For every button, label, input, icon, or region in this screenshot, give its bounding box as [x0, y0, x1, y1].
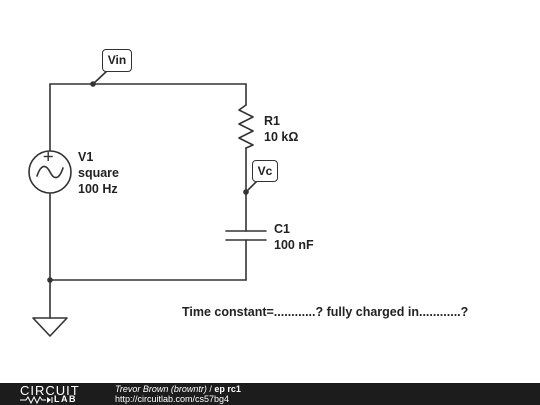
probe-vin-label: Vin: [102, 49, 132, 72]
question-text: Time constant=............? fully charge…: [182, 305, 469, 319]
probe-vc-label: Vc: [252, 160, 278, 182]
logo-text-circuit: CIRCUIT: [20, 383, 80, 398]
sine-wave-icon: [36, 165, 64, 179]
plus-sign-horizontal: [43, 155, 53, 158]
resistor-logo-icon: [20, 395, 53, 405]
author-link[interactable]: Trevor Brown (browntr): [115, 384, 207, 394]
r1-name: R1: [264, 114, 280, 128]
junction-dot-vc: [243, 189, 249, 195]
circuitlab-logo[interactable]: CIRCUIT LAB: [20, 383, 94, 405]
v1-type: square: [78, 166, 119, 180]
junction-dot-ground: [47, 277, 53, 283]
footer-separator: /: [206, 384, 215, 394]
footer-url[interactable]: http://circuitlab.com/cs57bg4: [115, 394, 230, 404]
c1-name: C1: [274, 222, 290, 236]
r1-value: 10 kΩ: [264, 130, 299, 144]
v1-name: V1: [78, 150, 94, 164]
project-name[interactable]: ep rc1: [214, 384, 241, 394]
probe-vin-leader: [92, 69, 109, 85]
resistor-r1: [238, 104, 254, 149]
junction-dot-vin: [90, 81, 96, 87]
v1-frequency: 100 Hz: [78, 182, 118, 196]
logo-text-lab: LAB: [54, 394, 77, 404]
footer-bar: CIRCUIT LAB Trevor Brown (browntr) / ep …: [0, 383, 540, 405]
c1-value: 100 nF: [274, 238, 314, 252]
voltage-source-v1: [28, 150, 72, 194]
ground-symbol: [32, 317, 68, 337]
footer-credit: Trevor Brown (browntr) / ep rc1: [115, 384, 241, 395]
probe-vc-leader: [245, 179, 259, 193]
